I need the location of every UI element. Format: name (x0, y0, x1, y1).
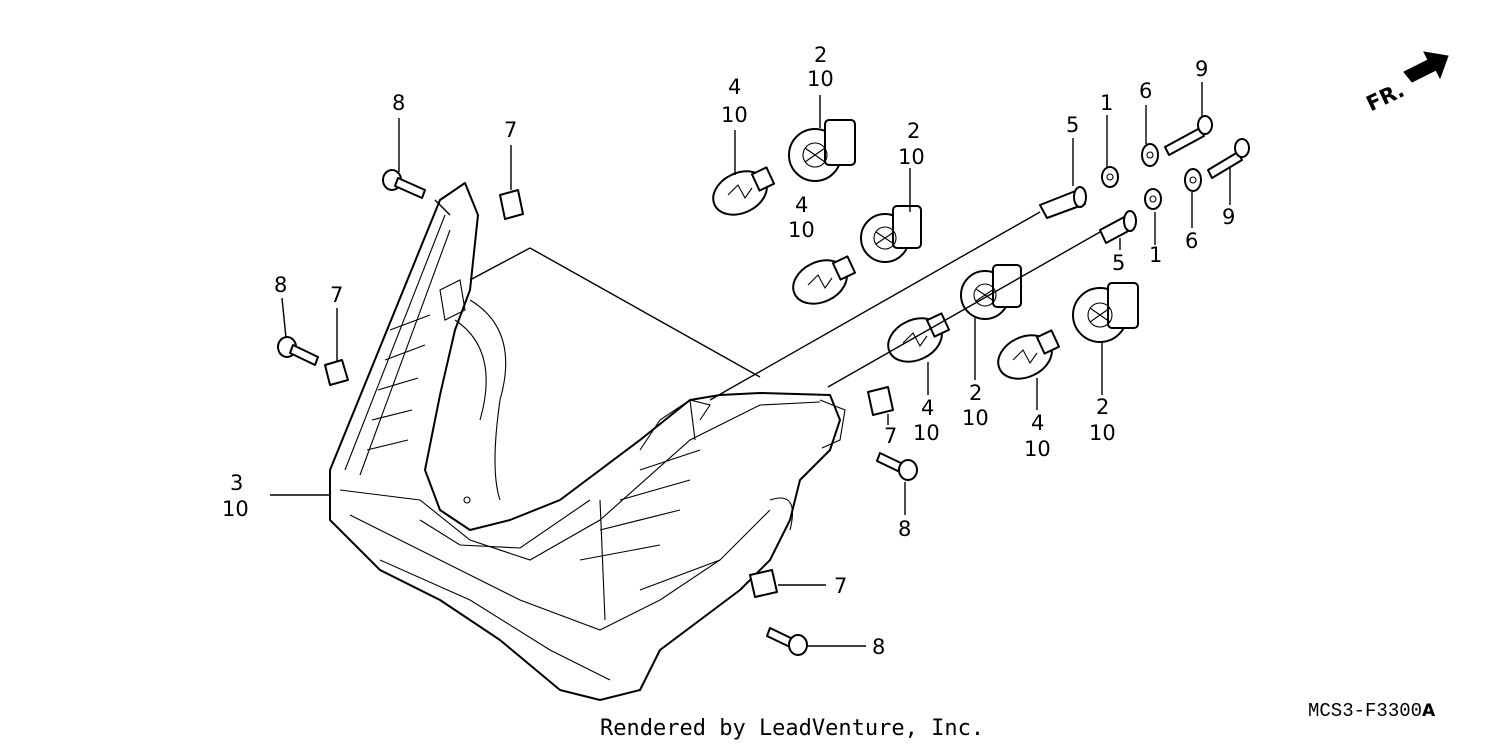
clip-right[interactable] (867, 386, 894, 416)
bulb-socket-center[interactable] (960, 264, 1022, 320)
callout-10[interactable]: 10 (807, 67, 834, 91)
callout-9[interactable]: 9 (1222, 205, 1235, 229)
washer-lower[interactable] (1184, 168, 1202, 192)
callout-7[interactable]: 7 (504, 118, 517, 142)
clip-left[interactable] (324, 359, 349, 386)
grommet-upper[interactable] (1039, 186, 1087, 219)
callout-6[interactable]: 6 (1139, 79, 1152, 103)
callout-5[interactable]: 5 (1112, 251, 1125, 275)
callout-7[interactable]: 7 (884, 424, 897, 448)
callout-1[interactable]: 1 (1149, 243, 1162, 267)
grommet-lower[interactable] (1099, 210, 1137, 244)
callout-10[interactable]: 10 (222, 497, 249, 521)
callout-7[interactable]: 7 (330, 283, 343, 307)
bulb-center[interactable] (881, 310, 951, 370)
callout-5[interactable]: 5 (1066, 113, 1079, 137)
screw-lower[interactable] (1207, 138, 1250, 179)
diagram-code-text: MCS3-F3300 (1308, 700, 1423, 722)
bolt-left[interactable] (277, 336, 319, 366)
bulb-socket-middle[interactable] (860, 205, 922, 263)
callout-7[interactable]: 7 (834, 574, 847, 598)
footer-credit: Rendered by LeadVenture, Inc. (600, 716, 985, 741)
front-direction-arrow: FR. (1363, 51, 1449, 116)
callout-8[interactable]: 8 (392, 91, 405, 115)
leader-lines (270, 82, 1231, 647)
bolt-bottom[interactable] (766, 627, 808, 656)
bulb-top[interactable] (706, 163, 776, 223)
callout-2[interactable]: 2 (969, 381, 982, 405)
diagram-code: MCS3-F3300A (1308, 700, 1435, 722)
callout-6[interactable]: 6 (1185, 229, 1198, 253)
callout-10[interactable]: 10 (788, 218, 815, 242)
callout-4[interactable]: 4 (795, 193, 808, 217)
bulb-middle[interactable] (786, 252, 857, 312)
clip-top[interactable] (499, 189, 524, 220)
callout-10[interactable]: 10 (1024, 437, 1051, 461)
bulb-socket-top[interactable] (788, 119, 856, 182)
screw-upper[interactable] (1164, 115, 1213, 156)
washer-upper[interactable] (1141, 143, 1159, 167)
callout-2[interactable]: 2 (814, 43, 827, 67)
callout-10[interactable]: 10 (962, 406, 989, 430)
callout-1[interactable]: 1 (1100, 91, 1113, 115)
callout-10[interactable]: 10 (1089, 421, 1116, 445)
bolt-right[interactable] (876, 452, 918, 481)
lens-housing-part[interactable] (329, 182, 846, 701)
callout-2[interactable]: 2 (1096, 395, 1109, 419)
bulb-socket-right[interactable] (1072, 282, 1139, 343)
callout-8[interactable]: 8 (274, 273, 287, 297)
callout-10[interactable]: 10 (913, 421, 940, 445)
bulb-right[interactable] (991, 327, 1061, 387)
direction-label: FR. (1363, 78, 1408, 116)
diagram-code-suffix: A (1422, 701, 1436, 721)
callout-numbers: 2 10 4 10 2 10 4 10 8 7 8 7 3 10 5 1 6 9… (222, 43, 1235, 659)
collar-upper[interactable] (1101, 166, 1119, 188)
callout-4[interactable]: 4 (1031, 411, 1044, 435)
clip-bottom[interactable] (749, 569, 778, 598)
callout-4[interactable]: 4 (921, 396, 934, 420)
callout-8[interactable]: 8 (872, 635, 885, 659)
bolt-top[interactable] (382, 169, 426, 199)
callout-8[interactable]: 8 (898, 517, 911, 541)
callout-4[interactable]: 4 (728, 75, 741, 99)
callout-2[interactable]: 2 (907, 119, 920, 143)
callout-10[interactable]: 10 (721, 103, 748, 127)
callout-3[interactable]: 3 (230, 471, 243, 495)
callout-9[interactable]: 9 (1195, 57, 1208, 81)
callout-10[interactable]: 10 (898, 145, 925, 169)
collar-lower[interactable] (1144, 188, 1162, 210)
